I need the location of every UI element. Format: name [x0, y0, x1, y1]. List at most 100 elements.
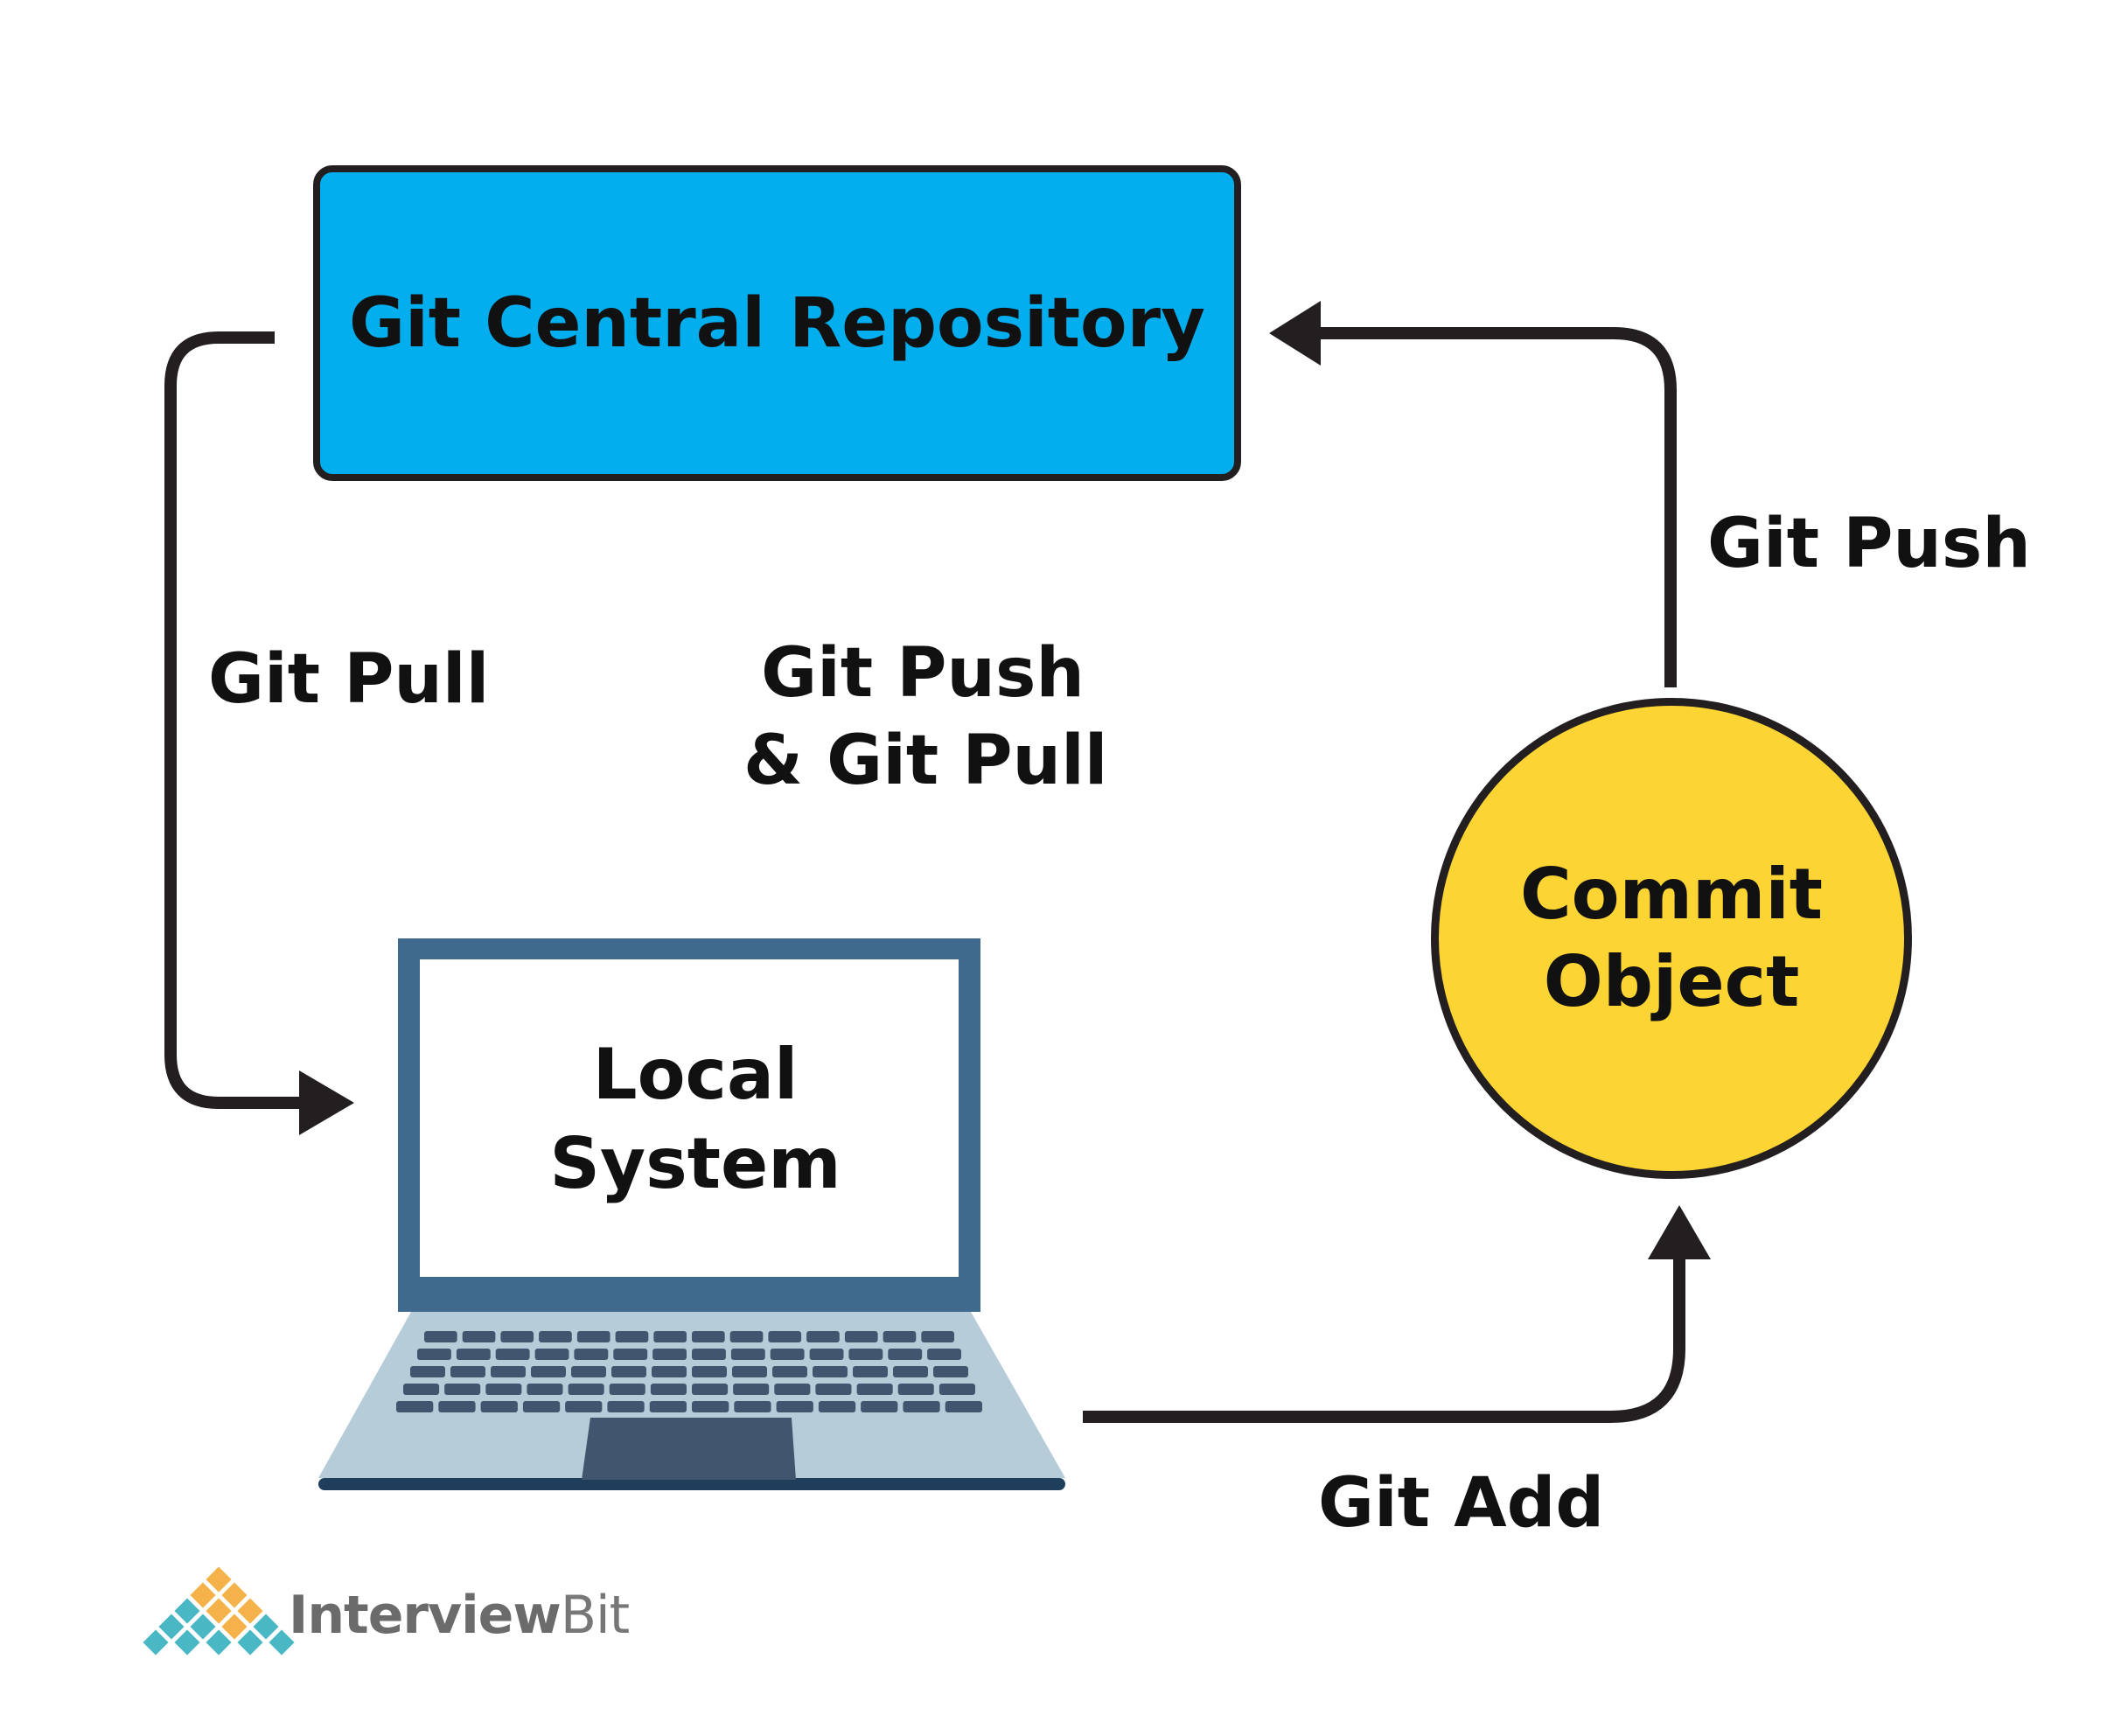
logo-diamond: [203, 1627, 234, 1658]
keyboard-key: [527, 1384, 563, 1395]
keyboard-key: [565, 1401, 603, 1412]
keyboard-icon: [396, 1331, 982, 1412]
keyboard-key: [522, 1401, 561, 1412]
keyboard-key: [609, 1384, 645, 1395]
keyboard-key: [888, 1349, 923, 1360]
keyboard-key: [692, 1366, 727, 1377]
commit-label-line1: Commit: [1519, 854, 1824, 935]
keyboard-key: [571, 1366, 606, 1377]
logo-diamond: [156, 1611, 187, 1642]
git-central-repository: Git Central Repository: [313, 165, 1241, 481]
keyboard-key: [613, 1349, 648, 1360]
keyboard-key: [692, 1331, 725, 1342]
pull-connector: [164, 331, 306, 1109]
keyboard-key: [615, 1331, 649, 1342]
brand-name-part1: Interview: [289, 1585, 562, 1646]
keyboard-key: [730, 1349, 765, 1360]
keyboard-key: [883, 1331, 917, 1342]
keyboard-key: [729, 1331, 764, 1342]
keyboard-key: [574, 1349, 609, 1360]
keyboard-key: [861, 1401, 898, 1412]
keyboard-key: [424, 1331, 457, 1342]
keyboard-key: [903, 1401, 940, 1412]
keyboard-key: [692, 1384, 729, 1395]
keyboard-key: [410, 1366, 445, 1377]
keyboard-key: [732, 1366, 767, 1377]
keyboard-key: [531, 1366, 566, 1377]
brand-name-part2: Bit: [560, 1585, 630, 1646]
git-push-right-label: Git Push: [1707, 505, 2031, 583]
logo-diamond: [187, 1579, 219, 1611]
local-label-line1: Local: [592, 1034, 799, 1115]
logo-diamond: [234, 1627, 266, 1658]
keyboard-key: [444, 1384, 481, 1395]
keyboard-key: [500, 1331, 534, 1342]
keyboard-key: [480, 1401, 518, 1412]
push-arrowhead: [1269, 301, 1321, 366]
repository-label: Git Central Repository: [349, 283, 1205, 363]
keyboard-key: [809, 1349, 844, 1360]
logo-diamond: [219, 1611, 250, 1642]
keyboard-key: [485, 1384, 522, 1395]
commit-label-line2: Object: [1543, 941, 1800, 1022]
local-system: Local System: [418, 1030, 973, 1209]
interviewbit-wordmark: InterviewBit: [289, 1585, 630, 1646]
git-add-label: Git Add: [1318, 1464, 1605, 1543]
logo-diamond: [203, 1564, 234, 1595]
logo-diamond: [140, 1627, 171, 1658]
keyboard-key: [607, 1401, 645, 1412]
keyboard-key: [438, 1401, 476, 1412]
add-connector: [1083, 1255, 1685, 1423]
laptop-icon: [318, 938, 1065, 1490]
keyboard-key: [692, 1401, 729, 1412]
logo-diamond: [219, 1579, 250, 1611]
keyboard-key: [456, 1349, 491, 1360]
keyboard-key: [848, 1349, 883, 1360]
interviewbit-logo-icon: [140, 1564, 297, 1658]
keyboard-key: [806, 1331, 840, 1342]
logo-diamond: [187, 1611, 219, 1642]
keyboard-key: [611, 1366, 646, 1377]
keyboard-key: [495, 1349, 530, 1360]
keyboard-key: [774, 1384, 811, 1395]
logo-diamond: [234, 1595, 266, 1627]
keyboard-key: [417, 1349, 451, 1360]
add-arrowhead: [1648, 1205, 1711, 1259]
keyboard-key: [403, 1384, 440, 1395]
keyboard-key: [853, 1366, 888, 1377]
logo-diamond: [171, 1595, 203, 1627]
keyboard-key: [776, 1401, 813, 1412]
keyboard-key: [772, 1366, 807, 1377]
keyboard-key: [534, 1349, 569, 1360]
keyboard-key: [733, 1384, 770, 1395]
keyboard-key: [653, 1331, 687, 1342]
git-push-pull-label: Git Push & Git Pull: [743, 630, 1108, 805]
keyboard-key: [539, 1331, 572, 1342]
logo-diamond: [250, 1611, 282, 1642]
keyboard-key: [844, 1331, 878, 1342]
keyboard-key: [649, 1401, 687, 1412]
keyboard-key: [450, 1366, 485, 1377]
keyboard-key: [734, 1401, 771, 1412]
keyboard-key: [818, 1401, 856, 1412]
keyboard-key: [813, 1366, 848, 1377]
keyboard-key: [856, 1384, 893, 1395]
keyboard-key: [893, 1366, 928, 1377]
local-label-line2: System: [549, 1123, 841, 1204]
push-pull-line1: Git Push: [761, 634, 1085, 713]
keyboard-key: [927, 1349, 961, 1360]
logo-diamond: [266, 1627, 297, 1658]
keyboard-key: [491, 1366, 526, 1377]
keyboard-key: [568, 1384, 604, 1395]
trackpad-icon: [582, 1418, 796, 1480]
keyboard-key: [396, 1401, 434, 1412]
pull-arrowhead: [299, 1070, 354, 1135]
git-pull-label: Git Pull: [208, 640, 490, 719]
keyboard-key: [933, 1366, 968, 1377]
push-connector: [1312, 327, 1677, 687]
keyboard-key: [576, 1331, 610, 1342]
keyboard-key: [921, 1331, 954, 1342]
keyboard-key: [462, 1331, 496, 1342]
keyboard-key: [945, 1401, 982, 1412]
